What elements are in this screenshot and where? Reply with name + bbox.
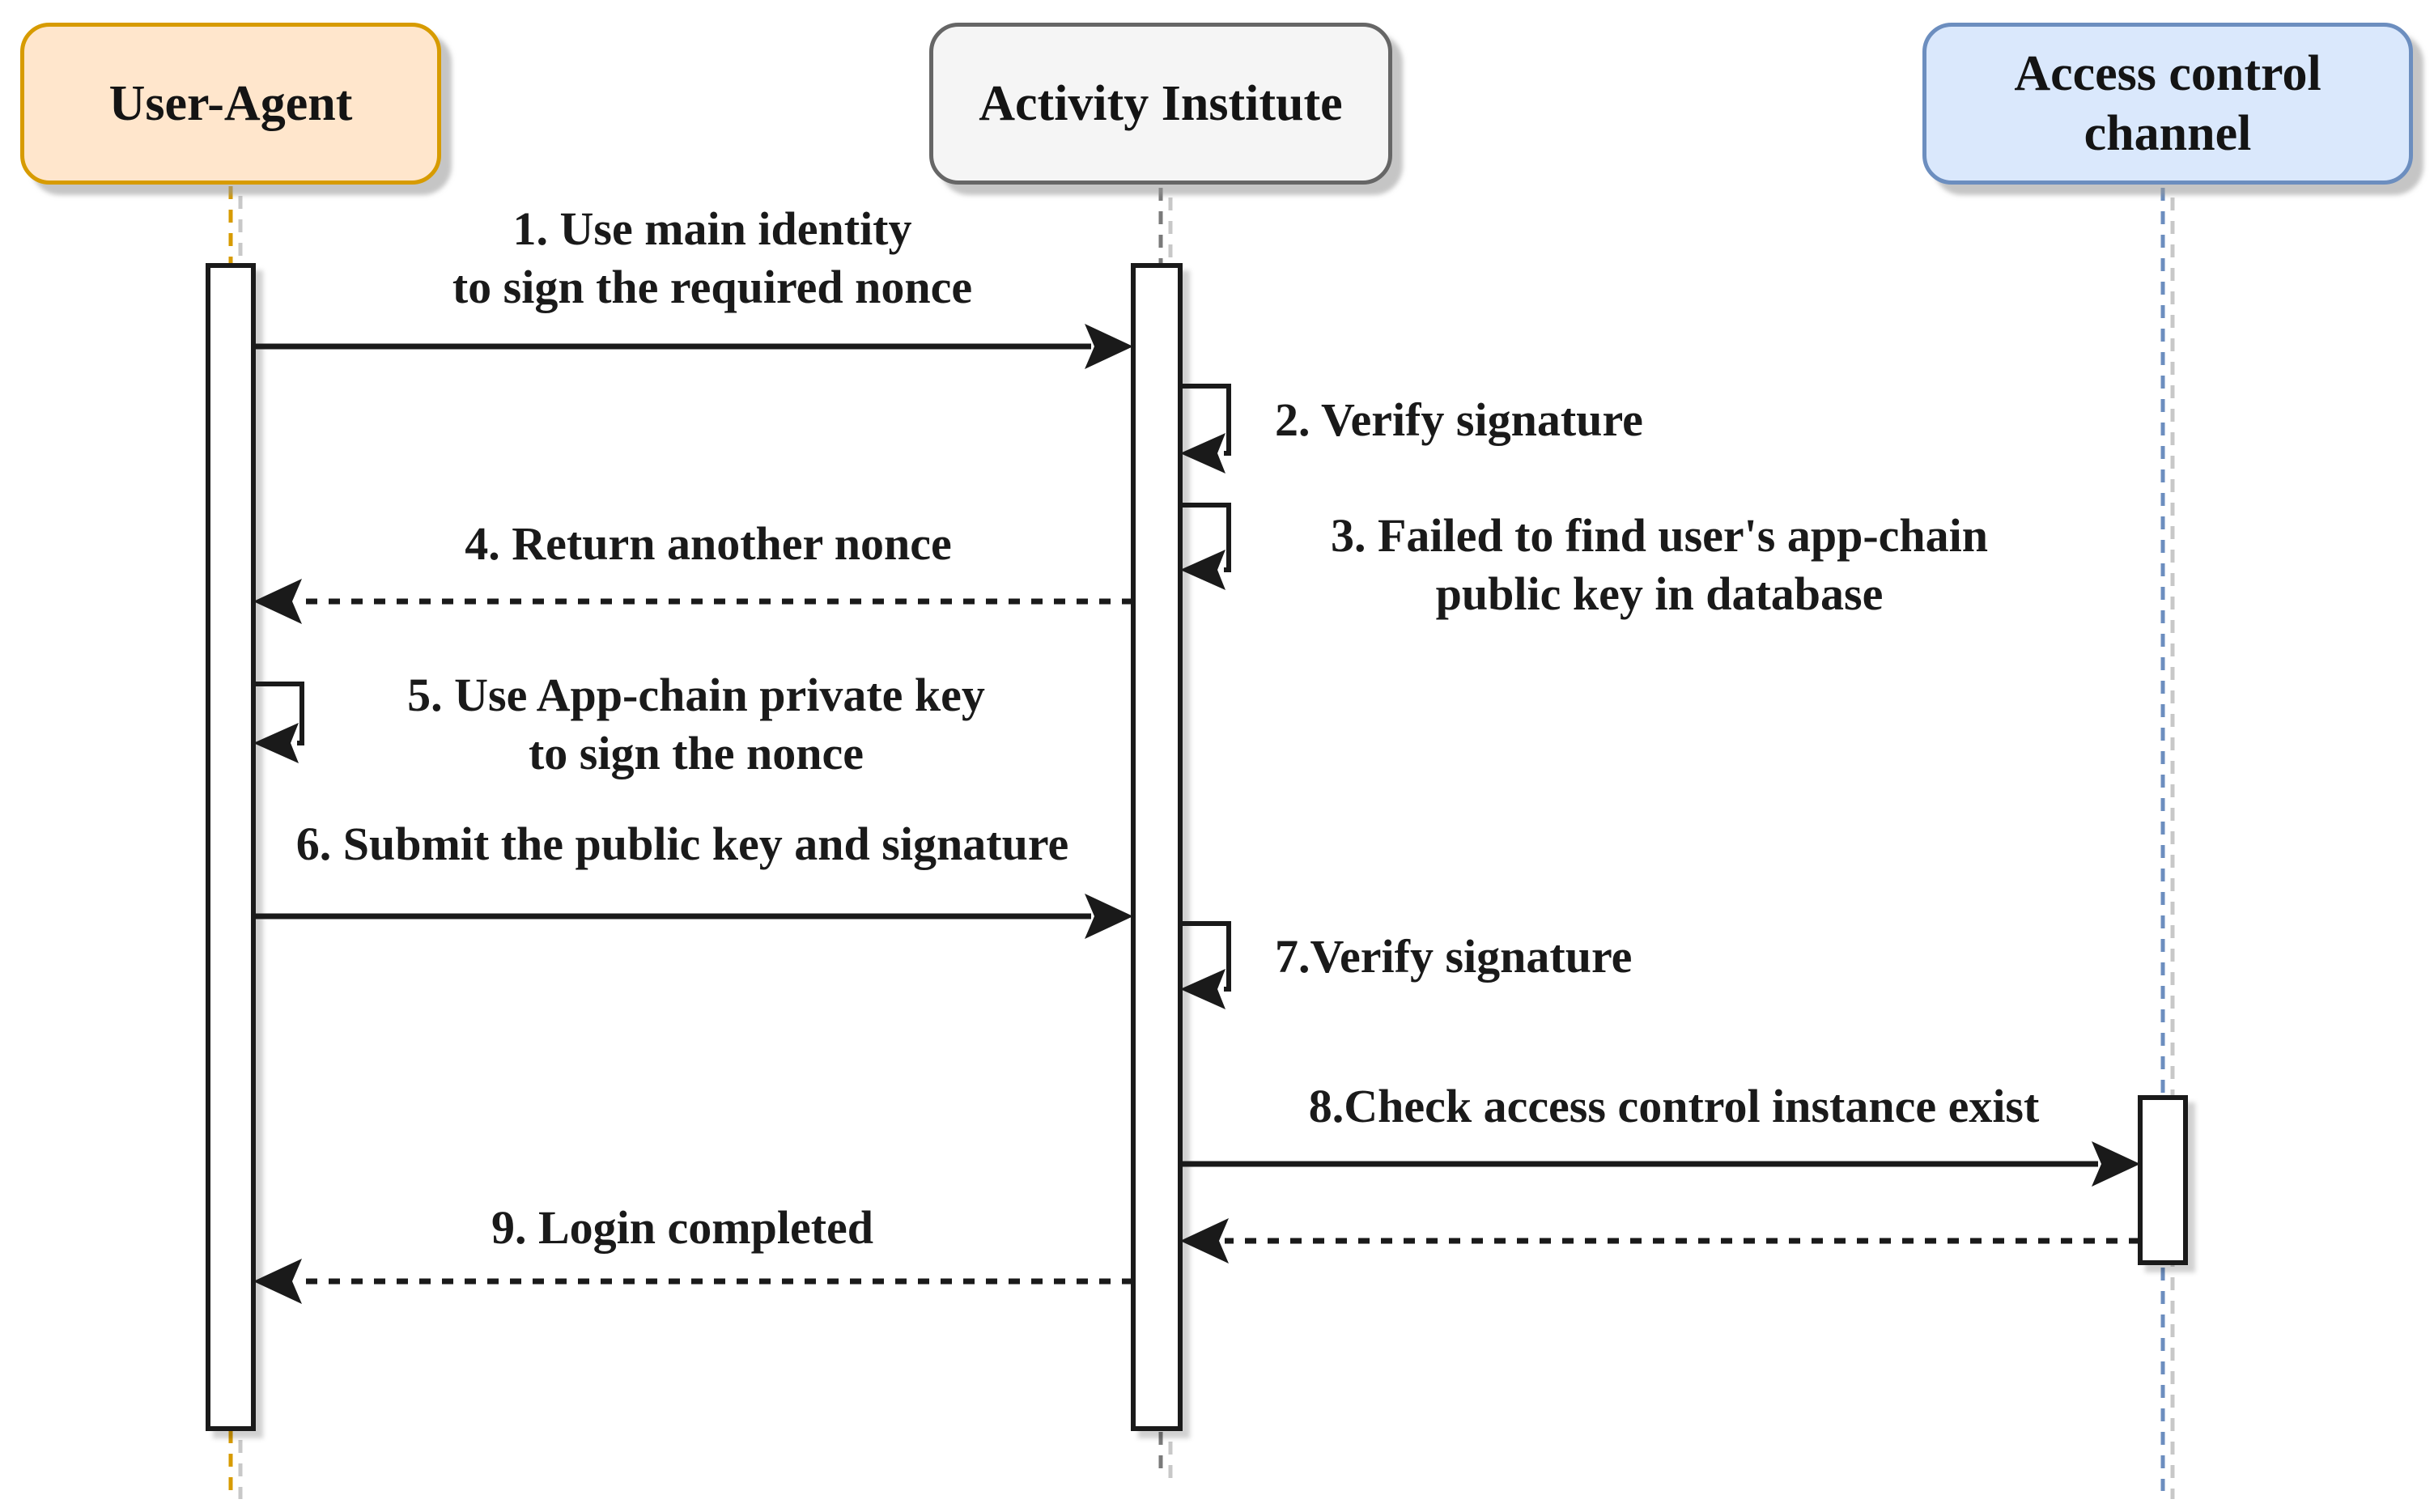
activation-bar-user-agent <box>206 263 256 1431</box>
activation-bar-activity-institute <box>1131 263 1183 1431</box>
actor-label-activity-institute: Activity Institute <box>979 76 1343 131</box>
actor-label-user-agent: User-Agent <box>108 76 353 131</box>
message-1-label: 1. Use main identity to sign the require… <box>452 202 973 313</box>
message-4-arrow <box>253 579 1133 624</box>
message-9-label: 9. Login completed <box>491 1201 874 1254</box>
message-7-label: 7.Verify signature <box>1275 930 1633 983</box>
message-8-arrow <box>1180 1141 2140 1187</box>
message-5-label: 5. Use App-chain private key to sign the… <box>407 669 985 779</box>
message-5-self-loop <box>253 682 304 763</box>
message-8-label: 8.Check access control instance exist <box>1308 1080 2040 1132</box>
actor-box-activity-institute: Activity Institute <box>929 23 1392 185</box>
message-9-arrow <box>253 1259 1133 1304</box>
message-1-arrow <box>253 324 1133 369</box>
actor-label-access-control: Access control channel <box>2014 46 2321 161</box>
return-arrow-access-control-to-activity-institute <box>1180 1218 2140 1264</box>
message-2-label: 2. Verify signature <box>1275 393 1643 446</box>
message-3-label: 3. Failed to find user's app-chain publi… <box>1330 509 1989 620</box>
message-3-self-loop <box>1180 503 1231 590</box>
message-6-arrow <box>253 894 1133 939</box>
actor-box-user-agent: User-Agent <box>20 23 441 185</box>
activation-bar-access-control <box>2138 1095 2188 1265</box>
message-4-label: 4. Return another nonce <box>465 517 952 570</box>
message-7-self-loop <box>1180 921 1231 1009</box>
actor-box-access-control: Access control channel <box>1922 23 2413 185</box>
message-2-self-loop <box>1180 384 1231 474</box>
message-6-label: 6. Submit the public key and signature <box>295 818 1069 870</box>
